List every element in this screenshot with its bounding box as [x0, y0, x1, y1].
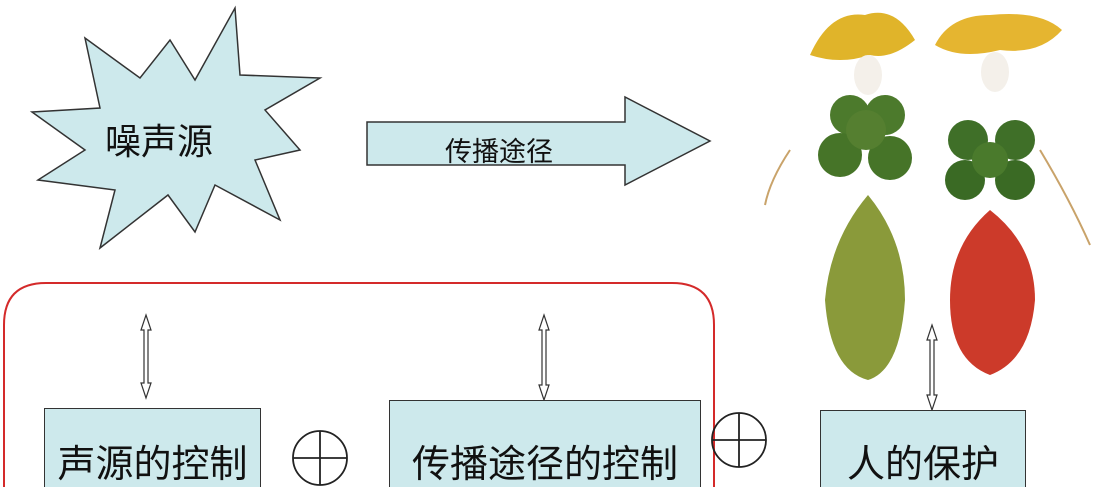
- personal-protection-box: 人的保护: [820, 410, 1026, 487]
- source-control-box: 声源的控制: [44, 408, 261, 487]
- plus-circle-icon: [711, 412, 767, 468]
- plus-circle-icon: [292, 430, 348, 486]
- double-arrow-2: [538, 313, 550, 402]
- propagation-control-label: 传播途径的控制: [411, 442, 678, 486]
- leaf-figures-illustration: [764, 12, 1091, 380]
- double-arrow-1: [140, 313, 152, 400]
- personal-protection-label: 人的保护: [846, 442, 999, 486]
- noise-source-label: 噪声源: [105, 122, 214, 163]
- double-arrow-3: [926, 323, 938, 412]
- propagation-control-box: 传播途径的控制: [389, 400, 701, 487]
- noise-source-starburst: [29, 5, 323, 250]
- propagation-path-label: 传播途径: [445, 137, 553, 168]
- source-control-label: 声源的控制: [57, 442, 248, 486]
- propagation-arrow: [366, 95, 712, 187]
- control-group-border: [3, 282, 715, 487]
